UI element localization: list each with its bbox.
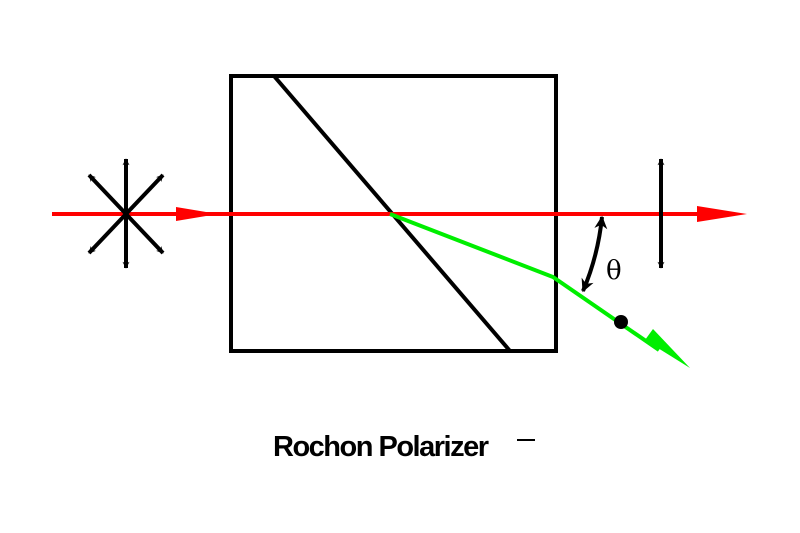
- unpolarized-light-icon: [87, 158, 165, 269]
- angle-arc: [581, 215, 608, 293]
- extraordinary-ray-arrowhead: [645, 329, 690, 368]
- ordinary-ray-arrowhead: [697, 206, 747, 222]
- incident-ray-arrowhead: [176, 207, 218, 221]
- angle-label: θ: [606, 256, 622, 286]
- diagram-caption: Rochon Polarizer: [273, 431, 489, 463]
- dot-icon: [614, 315, 628, 329]
